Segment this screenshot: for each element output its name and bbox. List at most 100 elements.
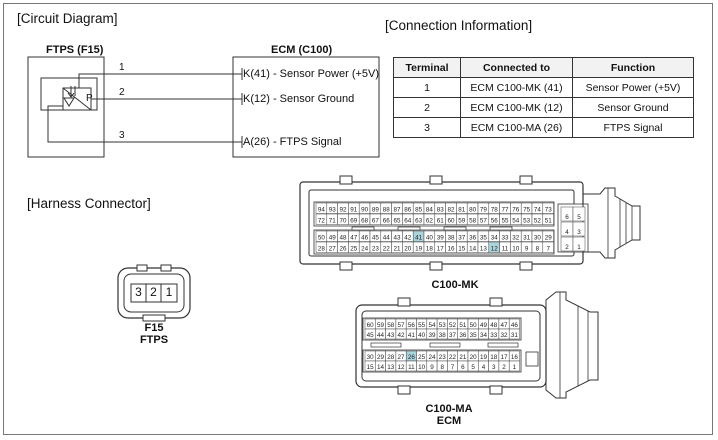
pin-label: 16 bbox=[511, 354, 519, 361]
pin-label: 40 bbox=[418, 332, 426, 339]
pin-label: 71 bbox=[329, 218, 337, 225]
pin-label: 30 bbox=[534, 235, 542, 242]
table-cell: 1 bbox=[393, 77, 461, 98]
pin-label: 36 bbox=[469, 235, 477, 242]
pin-label: 34 bbox=[491, 235, 499, 242]
pin-label: 38 bbox=[447, 235, 455, 242]
pin-label: 49 bbox=[480, 322, 488, 329]
f15-connector bbox=[117, 264, 191, 322]
pin-label: 1 bbox=[513, 364, 517, 371]
pin-label: 56 bbox=[491, 218, 499, 225]
pin-label: 58 bbox=[469, 218, 477, 225]
pin-label: 28 bbox=[387, 354, 395, 361]
pin-label: 67 bbox=[372, 218, 380, 225]
pin-label: 93 bbox=[329, 207, 337, 214]
pin-label: 32 bbox=[501, 332, 509, 339]
pin-label: 63 bbox=[415, 218, 423, 225]
ecm-pin-1-label: K(41) - Sensor Power (+5V) bbox=[243, 68, 380, 80]
pin-label: 21 bbox=[459, 354, 467, 361]
pin-label: 55 bbox=[501, 218, 509, 225]
pin-label: 53 bbox=[523, 218, 531, 225]
pin-label: 10 bbox=[418, 364, 426, 371]
f15-caption: F15 bbox=[144, 322, 164, 334]
pin-label: 76 bbox=[512, 207, 520, 214]
pin-label: 12 bbox=[398, 364, 406, 371]
pin-label: 8 bbox=[536, 246, 540, 253]
pin-label: 78 bbox=[491, 207, 499, 214]
pin-label: 11 bbox=[408, 364, 415, 371]
pin-cell bbox=[508, 360, 520, 372]
f15-caption-name: FTPS bbox=[139, 334, 169, 346]
pin-label: 16 bbox=[447, 246, 455, 253]
table-cell: 3 bbox=[393, 117, 461, 138]
pin-label: 26 bbox=[339, 246, 347, 253]
table-cell: ECM C100-MK (41) bbox=[460, 77, 573, 98]
pin-cell bbox=[542, 202, 554, 214]
pin-label: 19 bbox=[480, 354, 488, 361]
pin-label: 41 bbox=[415, 235, 423, 242]
pin-label: 83 bbox=[437, 207, 445, 214]
pin-cell bbox=[542, 241, 554, 253]
pin-label: 37 bbox=[458, 235, 466, 242]
pin-label: 72 bbox=[318, 218, 326, 225]
pin-label: 70 bbox=[339, 218, 347, 225]
pin-label: 91 bbox=[350, 207, 358, 214]
wire-2-number: 2 bbox=[119, 87, 125, 98]
pin-label: 45 bbox=[372, 235, 380, 242]
pin-label: 54 bbox=[512, 218, 520, 225]
pin-label: 59 bbox=[377, 322, 385, 329]
pin-label: 49 bbox=[329, 235, 337, 242]
table-header-row: Terminal Connected to Function bbox=[393, 57, 694, 78]
pin-label: 10 bbox=[512, 246, 520, 253]
header-connected-to: Connected to bbox=[460, 57, 573, 78]
pin-label: 9 bbox=[525, 246, 529, 253]
ma-caption-ecm: ECM bbox=[436, 415, 462, 427]
pin-label: 55 bbox=[418, 322, 426, 329]
pin-label: 14 bbox=[469, 246, 477, 253]
pin-cell bbox=[542, 230, 554, 242]
pin-label: 51 bbox=[545, 218, 553, 225]
pin-label: 1 bbox=[577, 244, 581, 251]
pin-label: 3 bbox=[577, 229, 581, 236]
pin-label: 45 bbox=[367, 332, 375, 339]
pin-label: 29 bbox=[377, 354, 385, 361]
pin-label: 69 bbox=[350, 218, 358, 225]
wire-3-number: 3 bbox=[119, 130, 125, 141]
pin-label: 79 bbox=[480, 207, 488, 214]
pin-label: 74 bbox=[534, 207, 542, 214]
pin-label: 15 bbox=[367, 364, 375, 371]
pin-label: 19 bbox=[415, 246, 423, 253]
ground-triangle-icon bbox=[63, 97, 75, 107]
wire-3 bbox=[47, 105, 242, 143]
pin-cell bbox=[508, 328, 520, 340]
pin-label: 32 bbox=[512, 235, 520, 242]
table-row: 2 ECM C100-MK (12) Sensor Ground bbox=[393, 97, 694, 118]
header-function: Function bbox=[572, 57, 694, 78]
header-terminal: Terminal bbox=[393, 57, 461, 78]
pin-label: 52 bbox=[449, 322, 457, 329]
pin-label: 42 bbox=[398, 332, 406, 339]
pin-label: 44 bbox=[377, 332, 385, 339]
table-cell: ECM C100-MA (26) bbox=[460, 117, 573, 138]
pin-label: 27 bbox=[329, 246, 337, 253]
pin-label: 41 bbox=[408, 332, 416, 339]
pin-label: 35 bbox=[470, 332, 478, 339]
pin-label: 15 bbox=[458, 246, 466, 253]
pin-label: 34 bbox=[480, 332, 488, 339]
pin-label: 59 bbox=[458, 218, 466, 225]
pin-label: 28 bbox=[318, 246, 326, 253]
ecm-box bbox=[232, 56, 380, 158]
pin-label: 80 bbox=[469, 207, 477, 214]
pin-label: 33 bbox=[490, 332, 498, 339]
f15-pin-label: 3 bbox=[135, 285, 142, 299]
wire-1-number: 1 bbox=[119, 62, 125, 73]
table-cell: Sensor Ground bbox=[572, 97, 694, 118]
ma-caption: C100-MA bbox=[425, 403, 473, 415]
pin-label: 11 bbox=[502, 246, 509, 253]
pin-label: 37 bbox=[449, 332, 457, 339]
pin-label: 47 bbox=[501, 322, 509, 329]
pin-label: 25 bbox=[418, 354, 426, 361]
pin-label: 20 bbox=[404, 246, 412, 253]
pin-label: 50 bbox=[318, 235, 326, 242]
